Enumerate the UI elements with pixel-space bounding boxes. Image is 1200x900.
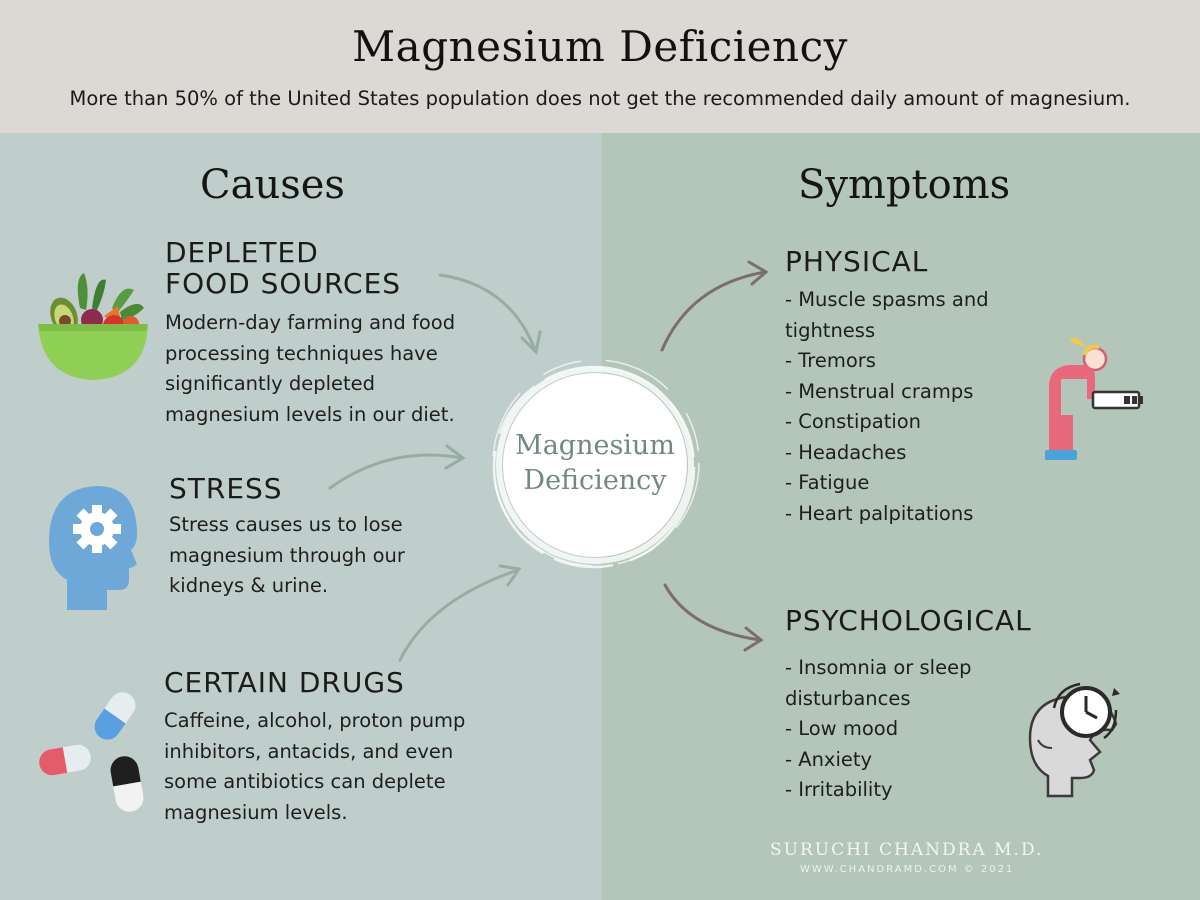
arrow-drugs-head [498, 564, 522, 587]
salad-bowl-icon [38, 273, 148, 380]
center-label: Magnesium Deficiency [490, 428, 700, 498]
symptoms-title: Symptoms [798, 162, 1011, 208]
stress-heading: STRESS [169, 472, 283, 505]
header-banner: Magnesium Deficiency More than 50% of th… [0, 0, 1200, 133]
arrow-food-head [520, 330, 542, 356]
food-sources-heading: DEPLETED FOOD SOURCES [165, 237, 485, 299]
physical-symptom-list: - Muscle spasms and tightness - Tremors … [785, 285, 1025, 529]
center-label-line1: Magnesium [515, 430, 675, 461]
arrow-center-to-physical [660, 270, 767, 352]
arrow-psych-head [743, 626, 764, 652]
pills-icon [39, 692, 144, 812]
food-sources-text: Modern-day farming and food processing t… [165, 311, 456, 426]
list-item: - Menstrual cramps [785, 379, 974, 403]
food-heading-line1: DEPLETED [165, 236, 319, 269]
head-clock-icon [1028, 682, 1120, 798]
page-subtitle: More than 50% of the United States popul… [69, 87, 1131, 110]
arrow-stress-head [444, 444, 466, 470]
arrow-food-to-center [438, 273, 537, 352]
tired-person-battery-icon [1045, 338, 1143, 460]
list-item: - Insomnia or sleep disturbances [785, 656, 972, 710]
center-brush-circle [492, 360, 700, 569]
symptoms-panel [602, 133, 1200, 900]
list-item: - Constipation [785, 410, 922, 433]
arrow-center-to-psych [663, 583, 762, 642]
arrow-stress-to-center [328, 453, 464, 490]
list-item: - Irritability [785, 778, 893, 801]
causes-title: Causes [200, 162, 345, 208]
page-title: Magnesium Deficiency [352, 22, 848, 71]
list-item: - Low mood [785, 717, 899, 740]
head-gear-icon [49, 486, 138, 610]
psychological-symptom-list: - Insomnia or sleep disturbances - Low m… [785, 653, 1025, 806]
arrow-physical-head [747, 260, 769, 286]
website-credit: WWW.CHANDRAMD.COM © 2021 [800, 864, 1015, 875]
list-item: - Muscle spasms and tightness [785, 288, 989, 342]
list-item: - Anxiety [785, 747, 873, 771]
center-label-line2: Deficiency [523, 465, 667, 496]
list-item: - Fatigue [785, 471, 870, 494]
drugs-text: Caffeine, alcohol, proton pump inhibitor… [164, 709, 466, 824]
psychological-heading: PSYCHOLOGICAL [785, 604, 1032, 637]
drugs-heading: CERTAIN DRUGS [164, 666, 405, 699]
arrow-drugs-to-center [398, 568, 520, 662]
stress-text: Stress causes us to lose magnesium throu… [169, 513, 405, 597]
food-heading-line2: FOOD SOURCES [165, 267, 402, 300]
author-signature: SURUCHI CHANDRA M.D. [770, 840, 1044, 860]
list-item: - Tremors [785, 349, 876, 372]
physical-heading: PHYSICAL [785, 245, 929, 278]
list-item: - Headaches [785, 440, 907, 464]
list-item: - Heart palpitations [785, 501, 974, 525]
